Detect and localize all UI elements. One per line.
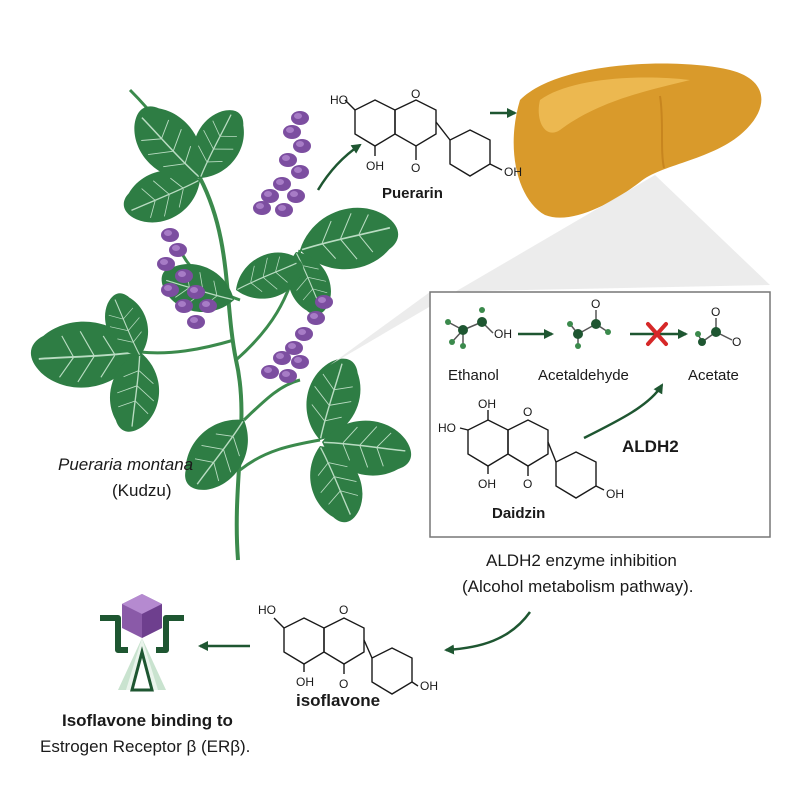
isoflavone-oh-right-label: OH bbox=[420, 679, 438, 693]
ethanol-label: Ethanol bbox=[448, 367, 499, 384]
plant-common-name-label: (Kudzu) bbox=[112, 481, 172, 500]
acetate-o-top-label: O bbox=[711, 305, 720, 319]
daidzin-to-enzyme-arrow bbox=[583, 383, 664, 440]
daidzin-structure bbox=[459, 410, 605, 499]
isoflavone-structure bbox=[273, 617, 419, 695]
isoflavone-name: isoflavone bbox=[296, 691, 380, 710]
puerarin-ho-top-label: HO bbox=[330, 93, 348, 107]
pathway-to-isoflavone-arrow bbox=[444, 611, 532, 655]
inhibition-x-icon bbox=[646, 322, 668, 346]
liver-illustration bbox=[513, 63, 762, 218]
daidzin-oh-top-label: OH bbox=[478, 397, 496, 411]
receptor-caption-line1: Isoflavone binding to bbox=[62, 711, 233, 730]
estrogen-receptor-icon bbox=[100, 594, 184, 692]
acetaldehyde-label: Acetaldehyde bbox=[538, 367, 629, 384]
flower-raceme-top bbox=[253, 111, 311, 217]
puerarin-oh-bottom-label: OH bbox=[366, 159, 384, 173]
daidzin-name: Daidzin bbox=[492, 505, 545, 522]
pathway-caption-line2: (Alcohol metabolism pathway). bbox=[462, 577, 693, 596]
ethanol-oh-label: OH bbox=[494, 327, 512, 341]
isoflavone-oh-bottom-label: OH bbox=[296, 675, 314, 689]
pathway-caption-line1: ALDH2 enzyme inhibition bbox=[486, 551, 677, 570]
aldh2-label: ALDH2 bbox=[622, 437, 679, 456]
isoflavone-o-keto-label: O bbox=[339, 677, 348, 691]
isoflavone-o-ring-label: O bbox=[339, 603, 348, 617]
daidzin-o-ring-label: O bbox=[523, 405, 532, 419]
daidzin-oh-bottom-label: OH bbox=[478, 477, 496, 491]
puerarin-oh-right-label: OH bbox=[504, 165, 522, 179]
acetate-label: Acetate bbox=[688, 367, 739, 384]
daidzin-o-keto-label: O bbox=[523, 477, 532, 491]
receptor-caption-line2: Estrogen Receptor β (ERβ). bbox=[40, 737, 250, 756]
puerarin-o-ring-label: O bbox=[411, 87, 420, 101]
liver-callout-wedge bbox=[330, 175, 770, 365]
kudzu-plant-illustration bbox=[29, 88, 417, 561]
acetaldehyde-o-label: O bbox=[591, 297, 600, 311]
isoflavone-ho-top-label: HO bbox=[258, 603, 276, 617]
plant-species-label: Pueraria montana bbox=[58, 455, 193, 474]
daidzin-oh-right-label: OH bbox=[606, 487, 624, 501]
puerarin-structure bbox=[344, 99, 503, 177]
plant-to-puerarin-arrow bbox=[316, 143, 362, 191]
puerarin-name: Puerarin bbox=[382, 185, 443, 202]
daidzin-ho-left-label: HO bbox=[438, 421, 456, 435]
puerarin-o-keto-label: O bbox=[411, 161, 420, 175]
acetate-o-right-label: O bbox=[732, 335, 741, 349]
